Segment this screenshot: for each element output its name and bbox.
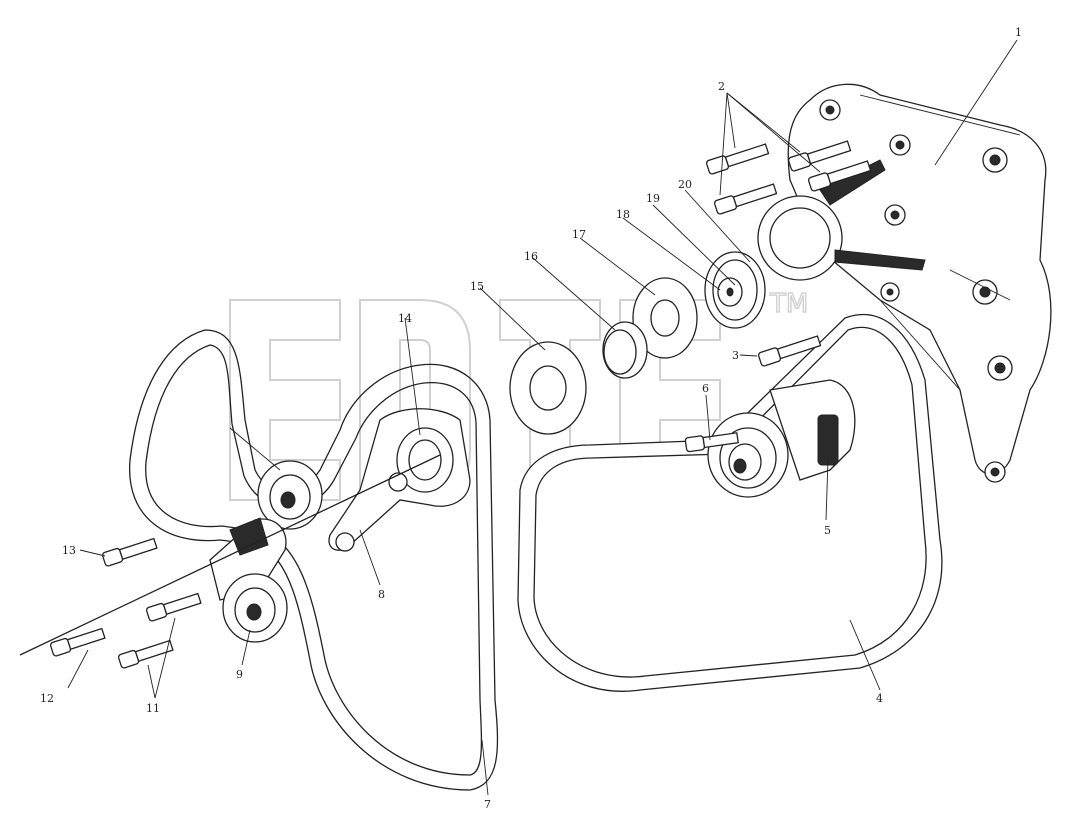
tensioner-5 xyxy=(707,379,856,498)
callout-18: 18 xyxy=(616,208,630,221)
idler-bracket-8 xyxy=(328,408,471,552)
callout-16: 16 xyxy=(524,250,538,263)
callout-13: 13 xyxy=(62,544,76,557)
callout-7: 7 xyxy=(484,798,491,811)
callout-2: 2 xyxy=(718,80,725,93)
idler-pulley-9 xyxy=(222,573,288,643)
callout-3: 3 xyxy=(732,349,739,362)
leader-lines xyxy=(67,39,1018,796)
callout-20: 20 xyxy=(678,178,692,191)
callout-4: 4 xyxy=(876,692,883,705)
callout-12: 12 xyxy=(40,692,54,705)
callout-14: 14 xyxy=(398,312,412,325)
callout-15: 15 xyxy=(470,280,484,293)
watermark-tm: TM xyxy=(769,289,808,319)
callout-5: 5 xyxy=(824,524,831,537)
bolt-6 xyxy=(684,432,739,453)
idler-pulley-upper xyxy=(257,460,323,530)
callout-19: 19 xyxy=(646,192,660,205)
axis-line xyxy=(19,454,441,656)
belt-7 xyxy=(129,329,499,791)
bolt-12 xyxy=(49,627,106,657)
callouts: 1 2 3 4 5 6 7 8 9 11 12 13 14 15 16 17 1… xyxy=(40,26,1022,811)
bolt-3 xyxy=(757,335,822,367)
callout-8: 8 xyxy=(378,588,385,601)
callout-1: 1 xyxy=(1015,26,1022,39)
callout-11: 11 xyxy=(146,702,160,715)
bolts-11 xyxy=(117,592,202,669)
bolt-13 xyxy=(101,537,158,567)
callout-9: 9 xyxy=(236,668,243,681)
hub-stack xyxy=(509,251,766,435)
bolts-2 xyxy=(705,140,872,215)
callout-17: 17 xyxy=(572,228,586,241)
callout-6: 6 xyxy=(702,382,709,395)
tensioner-body xyxy=(209,517,287,601)
bracket-1 xyxy=(757,83,1052,483)
